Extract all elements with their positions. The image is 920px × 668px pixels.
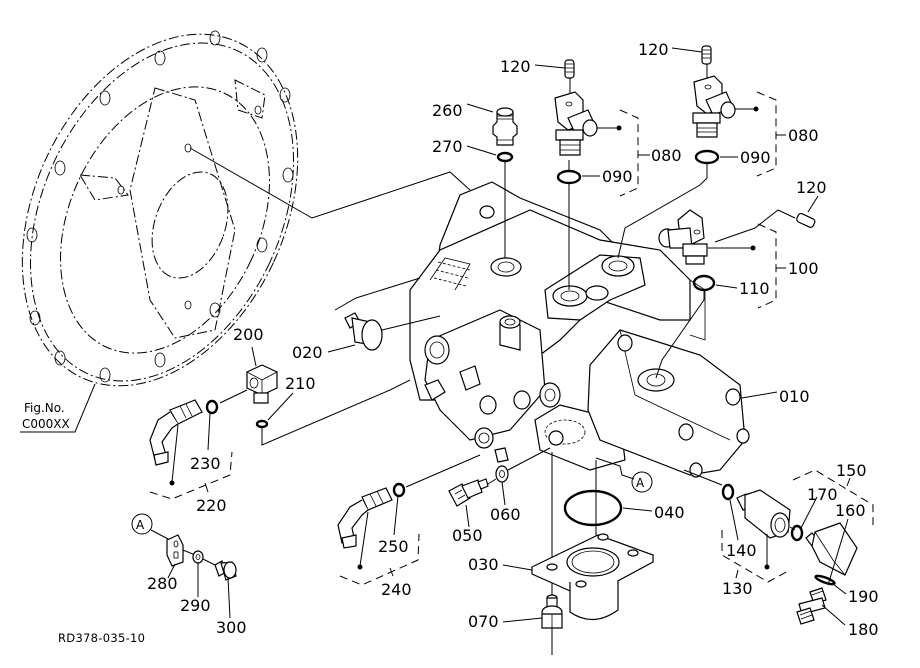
label-020: 020 bbox=[292, 343, 323, 362]
label-240: 240 bbox=[381, 580, 412, 599]
label-180: 180 bbox=[848, 620, 879, 639]
label-170: 170 bbox=[807, 485, 838, 504]
part-230-oring bbox=[205, 399, 219, 415]
part-090-left-oring bbox=[556, 169, 582, 185]
callout-a-bracket-letter: A bbox=[136, 518, 145, 532]
part-210-oring bbox=[255, 419, 269, 429]
label-260: 260 bbox=[432, 101, 463, 120]
part-270-oring bbox=[496, 151, 514, 163]
part-190-oring bbox=[814, 574, 836, 586]
part-170-oring bbox=[790, 524, 804, 542]
figure-reference: Fig.No. C000XX bbox=[20, 383, 96, 433]
figure-reference-code: C000XX bbox=[22, 417, 70, 431]
label-110: 110 bbox=[739, 279, 770, 298]
part-280-bracket bbox=[166, 534, 184, 567]
label-040: 040 bbox=[654, 503, 685, 522]
assembly-dot-080-left bbox=[616, 125, 622, 131]
part-030-flange bbox=[530, 533, 655, 621]
label-120-side: 120 bbox=[796, 178, 827, 197]
flange-housing bbox=[21, 30, 299, 387]
label-200: 200 bbox=[233, 325, 264, 344]
label-210: 210 bbox=[285, 374, 316, 393]
label-280: 280 bbox=[147, 574, 178, 593]
part-040-oring bbox=[563, 489, 623, 527]
part-290-washer bbox=[192, 550, 204, 564]
part-080-right-elbow bbox=[692, 75, 736, 138]
part-120-right-setscrew bbox=[701, 45, 712, 65]
part-100-elbow bbox=[658, 209, 708, 265]
label-300: 300 bbox=[216, 618, 247, 637]
assembly-dot-240 bbox=[357, 564, 363, 570]
figure-reference-label: Fig.No. bbox=[24, 401, 65, 415]
callout-a-bracket: A bbox=[131, 513, 171, 541]
assembly-dot-100 bbox=[750, 245, 756, 251]
drawing-id: RD378-035-10 bbox=[58, 631, 145, 645]
part-180-nipple bbox=[796, 587, 827, 625]
part-120-left-setscrew bbox=[564, 59, 575, 79]
assembly-dot-080-right bbox=[753, 106, 759, 112]
label-220: 220 bbox=[196, 496, 227, 515]
part-090-right-oring bbox=[694, 149, 720, 165]
label-130: 130 bbox=[722, 579, 753, 598]
label-190: 190 bbox=[848, 587, 879, 606]
part-020-plug bbox=[344, 312, 383, 351]
label-050: 050 bbox=[452, 526, 483, 545]
assembly-dot-130 bbox=[764, 564, 770, 570]
part-300-drain-plug bbox=[214, 560, 237, 581]
part-130-adapter bbox=[736, 489, 791, 539]
label-100: 100 bbox=[788, 259, 819, 278]
label-120-left: 120 bbox=[500, 57, 531, 76]
part-250-oring bbox=[392, 482, 406, 498]
label-060: 060 bbox=[490, 505, 521, 524]
part-110-oring bbox=[692, 274, 716, 292]
label-290: 290 bbox=[180, 596, 211, 615]
part-120-side-setscrew bbox=[796, 212, 816, 228]
flange-bolt-holes bbox=[26, 30, 294, 383]
label-150: 150 bbox=[836, 461, 867, 480]
label-030: 030 bbox=[468, 555, 499, 574]
label-010: 010 bbox=[779, 387, 810, 406]
part-240-hose-fitting bbox=[337, 487, 393, 549]
part-080-left-elbow bbox=[554, 91, 598, 156]
label-140: 140 bbox=[726, 541, 757, 560]
label-090-right: 090 bbox=[740, 148, 771, 167]
label-120-right: 120 bbox=[638, 40, 669, 59]
label-250: 250 bbox=[378, 537, 409, 556]
label-080-right: 080 bbox=[788, 126, 819, 145]
assembly-dot-220 bbox=[169, 480, 175, 486]
callout-a-pump-letter: A bbox=[636, 476, 645, 490]
callout-a-pump: A bbox=[595, 457, 653, 493]
part-160-filter-cap bbox=[805, 522, 858, 576]
part-050-sensor bbox=[448, 478, 489, 507]
label-160: 160 bbox=[835, 501, 866, 520]
label-080-left: 080 bbox=[651, 146, 682, 165]
part-200-elbow-block bbox=[246, 364, 278, 404]
main-pump-assembly bbox=[409, 181, 750, 478]
part-070-plug bbox=[541, 594, 563, 629]
label-230: 230 bbox=[190, 454, 221, 473]
label-070: 070 bbox=[468, 612, 499, 631]
part-140-oring bbox=[721, 483, 735, 501]
part-260-fitting bbox=[492, 107, 518, 146]
label-090-left: 090 bbox=[602, 167, 633, 186]
part-060-washer bbox=[495, 465, 509, 483]
label-270: 270 bbox=[432, 137, 463, 156]
part-220-hose-fitting bbox=[149, 399, 203, 466]
